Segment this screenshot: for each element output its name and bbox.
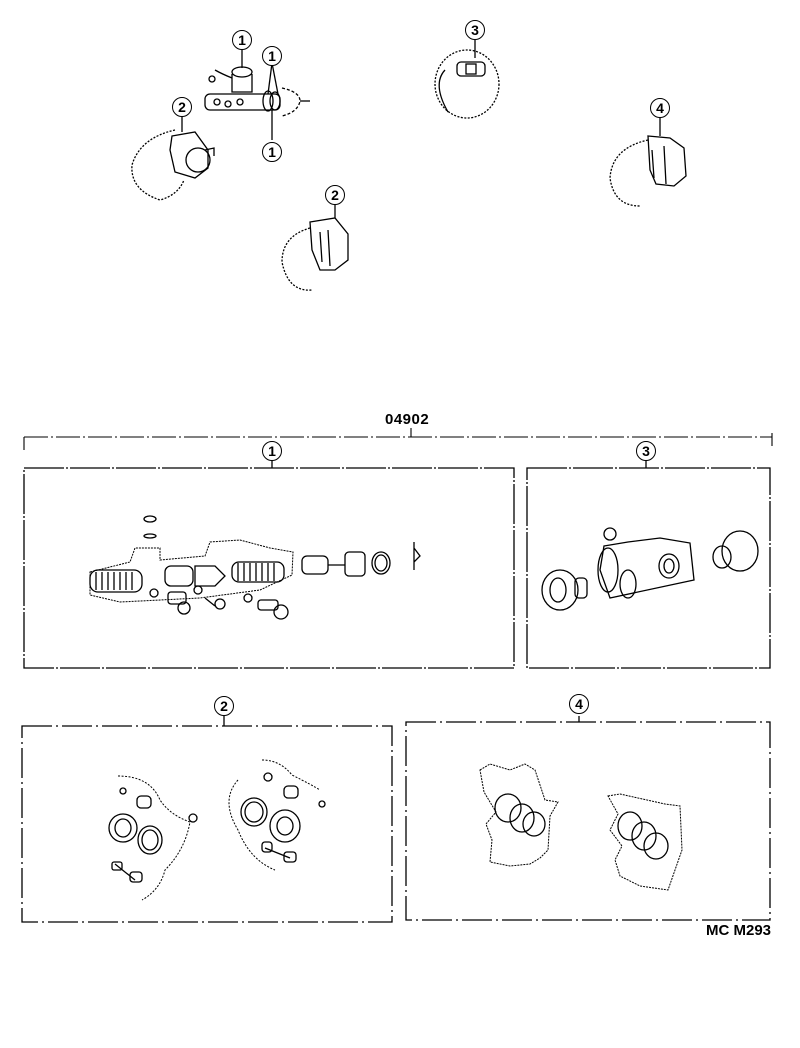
kit-2-parts [108,759,326,901]
front-caliper-left-illustration [131,117,215,201]
kit-3-box [526,460,771,669]
rear-caliper-illustration [609,118,687,207]
master-cylinder-illustration [204,50,310,140]
kit-1-parts [89,515,421,620]
kit-callout-4[interactable]: 4 [569,694,589,714]
callout-master-cylinder-1c[interactable]: 1 [262,142,282,162]
kit-3-parts [541,527,759,611]
kit-callout-1[interactable]: 1 [262,441,282,461]
callout-rear-caliper-4[interactable]: 4 [650,98,670,118]
kit-2-box [21,716,393,923]
kit-4-parts [479,763,683,891]
kit-callout-3[interactable]: 3 [636,441,656,461]
callout-master-cylinder-1b[interactable]: 1 [262,46,282,66]
callout-front-caliper-left-2[interactable]: 2 [172,97,192,117]
kit-4-box [405,716,771,921]
callout-wheel-cylinder-3[interactable]: 3 [465,20,485,40]
kit-code-label: 04902 [385,411,430,428]
front-caliper-right-illustration [281,204,349,291]
kit-1-box [23,460,515,669]
callout-master-cylinder-1a[interactable]: 1 [232,30,252,50]
kit-04902-bracket [23,428,773,450]
kit-callout-2[interactable]: 2 [214,696,234,716]
figure-code-label: MC M293 [706,922,772,939]
callout-front-caliper-right-2[interactable]: 2 [325,185,345,205]
wheel-cylinder-illustration [434,40,500,119]
